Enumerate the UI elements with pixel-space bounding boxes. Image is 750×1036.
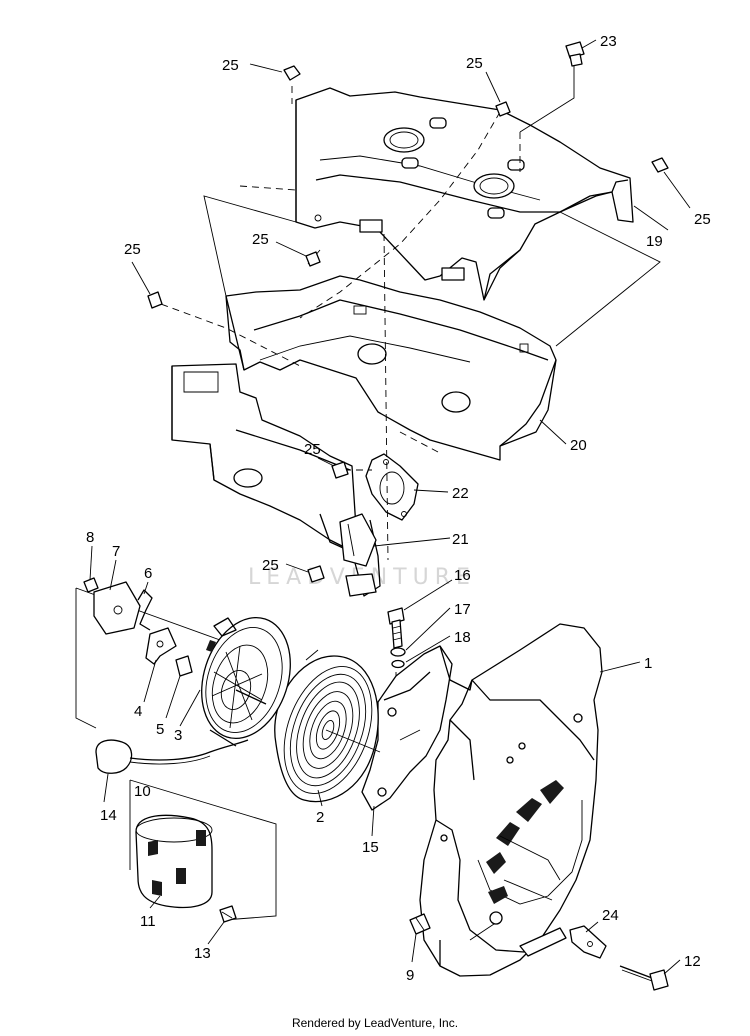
part-3-starter-pulley [201, 616, 291, 747]
part-23-bolt [565, 41, 585, 67]
callout-20: 20 [570, 437, 587, 454]
callout-1: 1 [644, 655, 652, 672]
callout-3: 3 [174, 727, 182, 744]
footer-credit: Rendered by LeadVenture, Inc. [291, 1016, 459, 1030]
part-5-pawl-spring [175, 655, 193, 677]
callout-25: 25 [252, 231, 269, 248]
callout-10: 10 [134, 783, 151, 800]
callout-25: 25 [466, 55, 483, 72]
callout-16: 16 [454, 567, 471, 584]
callout-9: 9 [406, 967, 414, 984]
callout-21: 21 [452, 531, 469, 548]
part-13-screw [219, 905, 237, 923]
part-9-screw [409, 911, 503, 935]
callout-25: 25 [124, 241, 141, 258]
part-4-pawl [145, 627, 177, 665]
part-17-washer [390, 647, 406, 657]
callout-18: 18 [454, 629, 471, 646]
callout-labels: 25 25 23 25 19 25 25 20 25 22 21 25 16 1… [86, 33, 711, 984]
callout-4: 4 [134, 703, 142, 720]
callout-8: 8 [86, 529, 94, 546]
part-20-lower-baffle [171, 275, 557, 597]
callout-5: 5 [156, 721, 164, 738]
part-8-screw [83, 577, 99, 593]
callout-6: 6 [144, 565, 152, 582]
callout-25: 25 [694, 211, 711, 228]
callout-7: 7 [112, 543, 120, 560]
callout-11: 11 [140, 913, 156, 930]
callout-13: 13 [194, 945, 211, 962]
part-16-bolt [387, 607, 405, 649]
part-15-starter-bracket [361, 645, 473, 811]
part-11-starter-cup [135, 814, 213, 909]
callout-17: 17 [454, 601, 471, 618]
part-24-clip [569, 925, 607, 959]
callout-19: 19 [646, 233, 663, 250]
callout-15: 15 [362, 839, 379, 856]
part-6-spring-clip [137, 589, 153, 631]
part-12-bolt [619, 965, 669, 991]
part-1-blower-housing [419, 623, 603, 977]
callout-2: 2 [316, 809, 324, 826]
callout-12: 12 [684, 953, 701, 970]
callout-23: 23 [600, 33, 617, 50]
callout-22: 22 [452, 485, 469, 502]
part-10-starter-rope [129, 739, 249, 765]
part-18-lock-washer [391, 659, 405, 669]
leader-lines [89, 39, 691, 975]
part-21-outlet [339, 513, 377, 567]
part-14-starter-handle [95, 739, 133, 774]
part-7-retainer-plate [93, 581, 141, 635]
callout-14: 14 [100, 807, 117, 824]
callout-24: 24 [602, 907, 619, 924]
callout-25: 25 [304, 441, 321, 458]
part-2-recoil-spring [274, 649, 381, 803]
part-22-gasket [365, 453, 419, 521]
part-25-nut [147, 65, 669, 583]
part-19-upper-shroud [295, 87, 634, 301]
callout-25: 25 [222, 57, 239, 74]
callout-25: 25 [262, 557, 279, 574]
